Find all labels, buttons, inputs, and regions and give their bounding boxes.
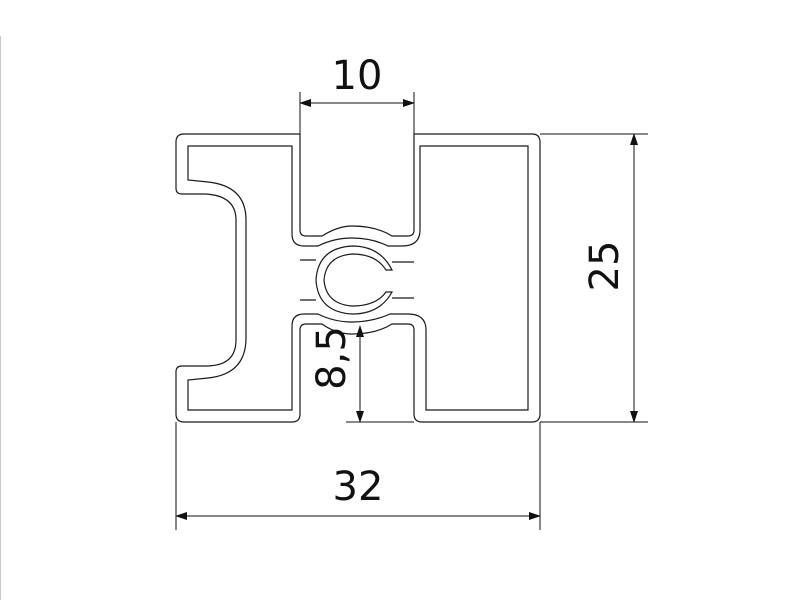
profile-center-core xyxy=(315,245,394,315)
dimension-right-height xyxy=(540,133,648,423)
core-flange-lines xyxy=(300,259,414,301)
left-border-line xyxy=(0,36,1,600)
dimension-inner-height xyxy=(346,325,414,423)
dimension-label-top-width: 10 xyxy=(332,53,383,99)
dimension-label-height: 25 xyxy=(582,241,628,292)
aluminum-profile-outline xyxy=(175,133,541,423)
dimension-label-inner-height: 8,5 xyxy=(309,326,355,390)
dimension-top-width xyxy=(299,92,415,134)
profile-outer-contour xyxy=(175,133,541,423)
profile-inner-contour xyxy=(187,145,529,411)
dimension-bottom-width xyxy=(175,422,541,530)
dimension-label-bottom-width: 32 xyxy=(333,464,384,510)
